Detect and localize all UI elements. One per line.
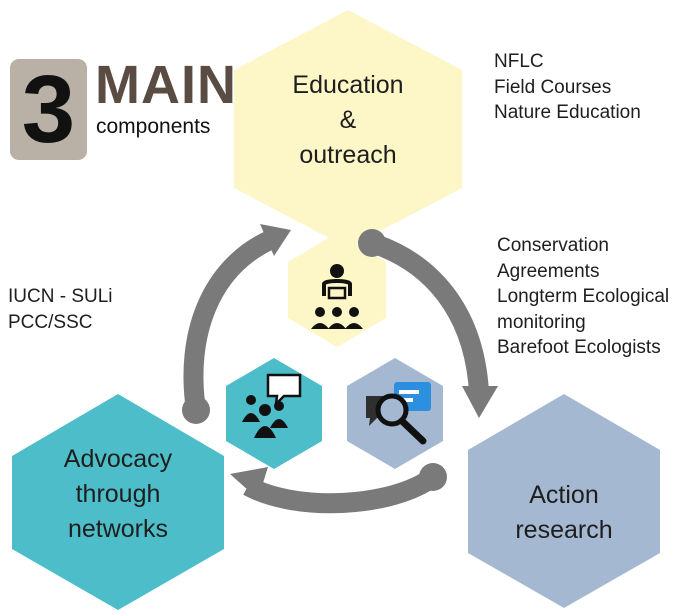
action-hexagon-label: Action research <box>515 481 613 544</box>
advocacy-hexagon <box>12 394 224 610</box>
cycle-arrow-action-to-advocacy <box>230 463 447 514</box>
education-hexagon <box>234 10 462 248</box>
document-search-icon <box>366 382 431 445</box>
education-hexagon-label: Education & outreach <box>292 71 404 169</box>
advocacy-hexagon-label: Advocacy through networks <box>63 445 173 543</box>
badge-main-text: MAIN <box>95 55 237 115</box>
crowd-speech-icon <box>242 373 302 438</box>
cycle-arrow-education-to-action <box>358 229 498 418</box>
badge-sub-text: components <box>96 115 211 138</box>
teacher-group-icon <box>311 264 363 329</box>
advocacy-notes: IUCN - SULi PCC/SSC <box>8 286 113 333</box>
action-notes: Conservation Agreements Longterm Ecologi… <box>497 235 670 358</box>
action-hexagon <box>468 394 660 608</box>
badge-number: 3 <box>10 59 87 160</box>
education-notes: NFLC Field Courses Nature Education <box>494 51 641 123</box>
cycle-arrow-advocacy-to-education <box>182 224 291 424</box>
